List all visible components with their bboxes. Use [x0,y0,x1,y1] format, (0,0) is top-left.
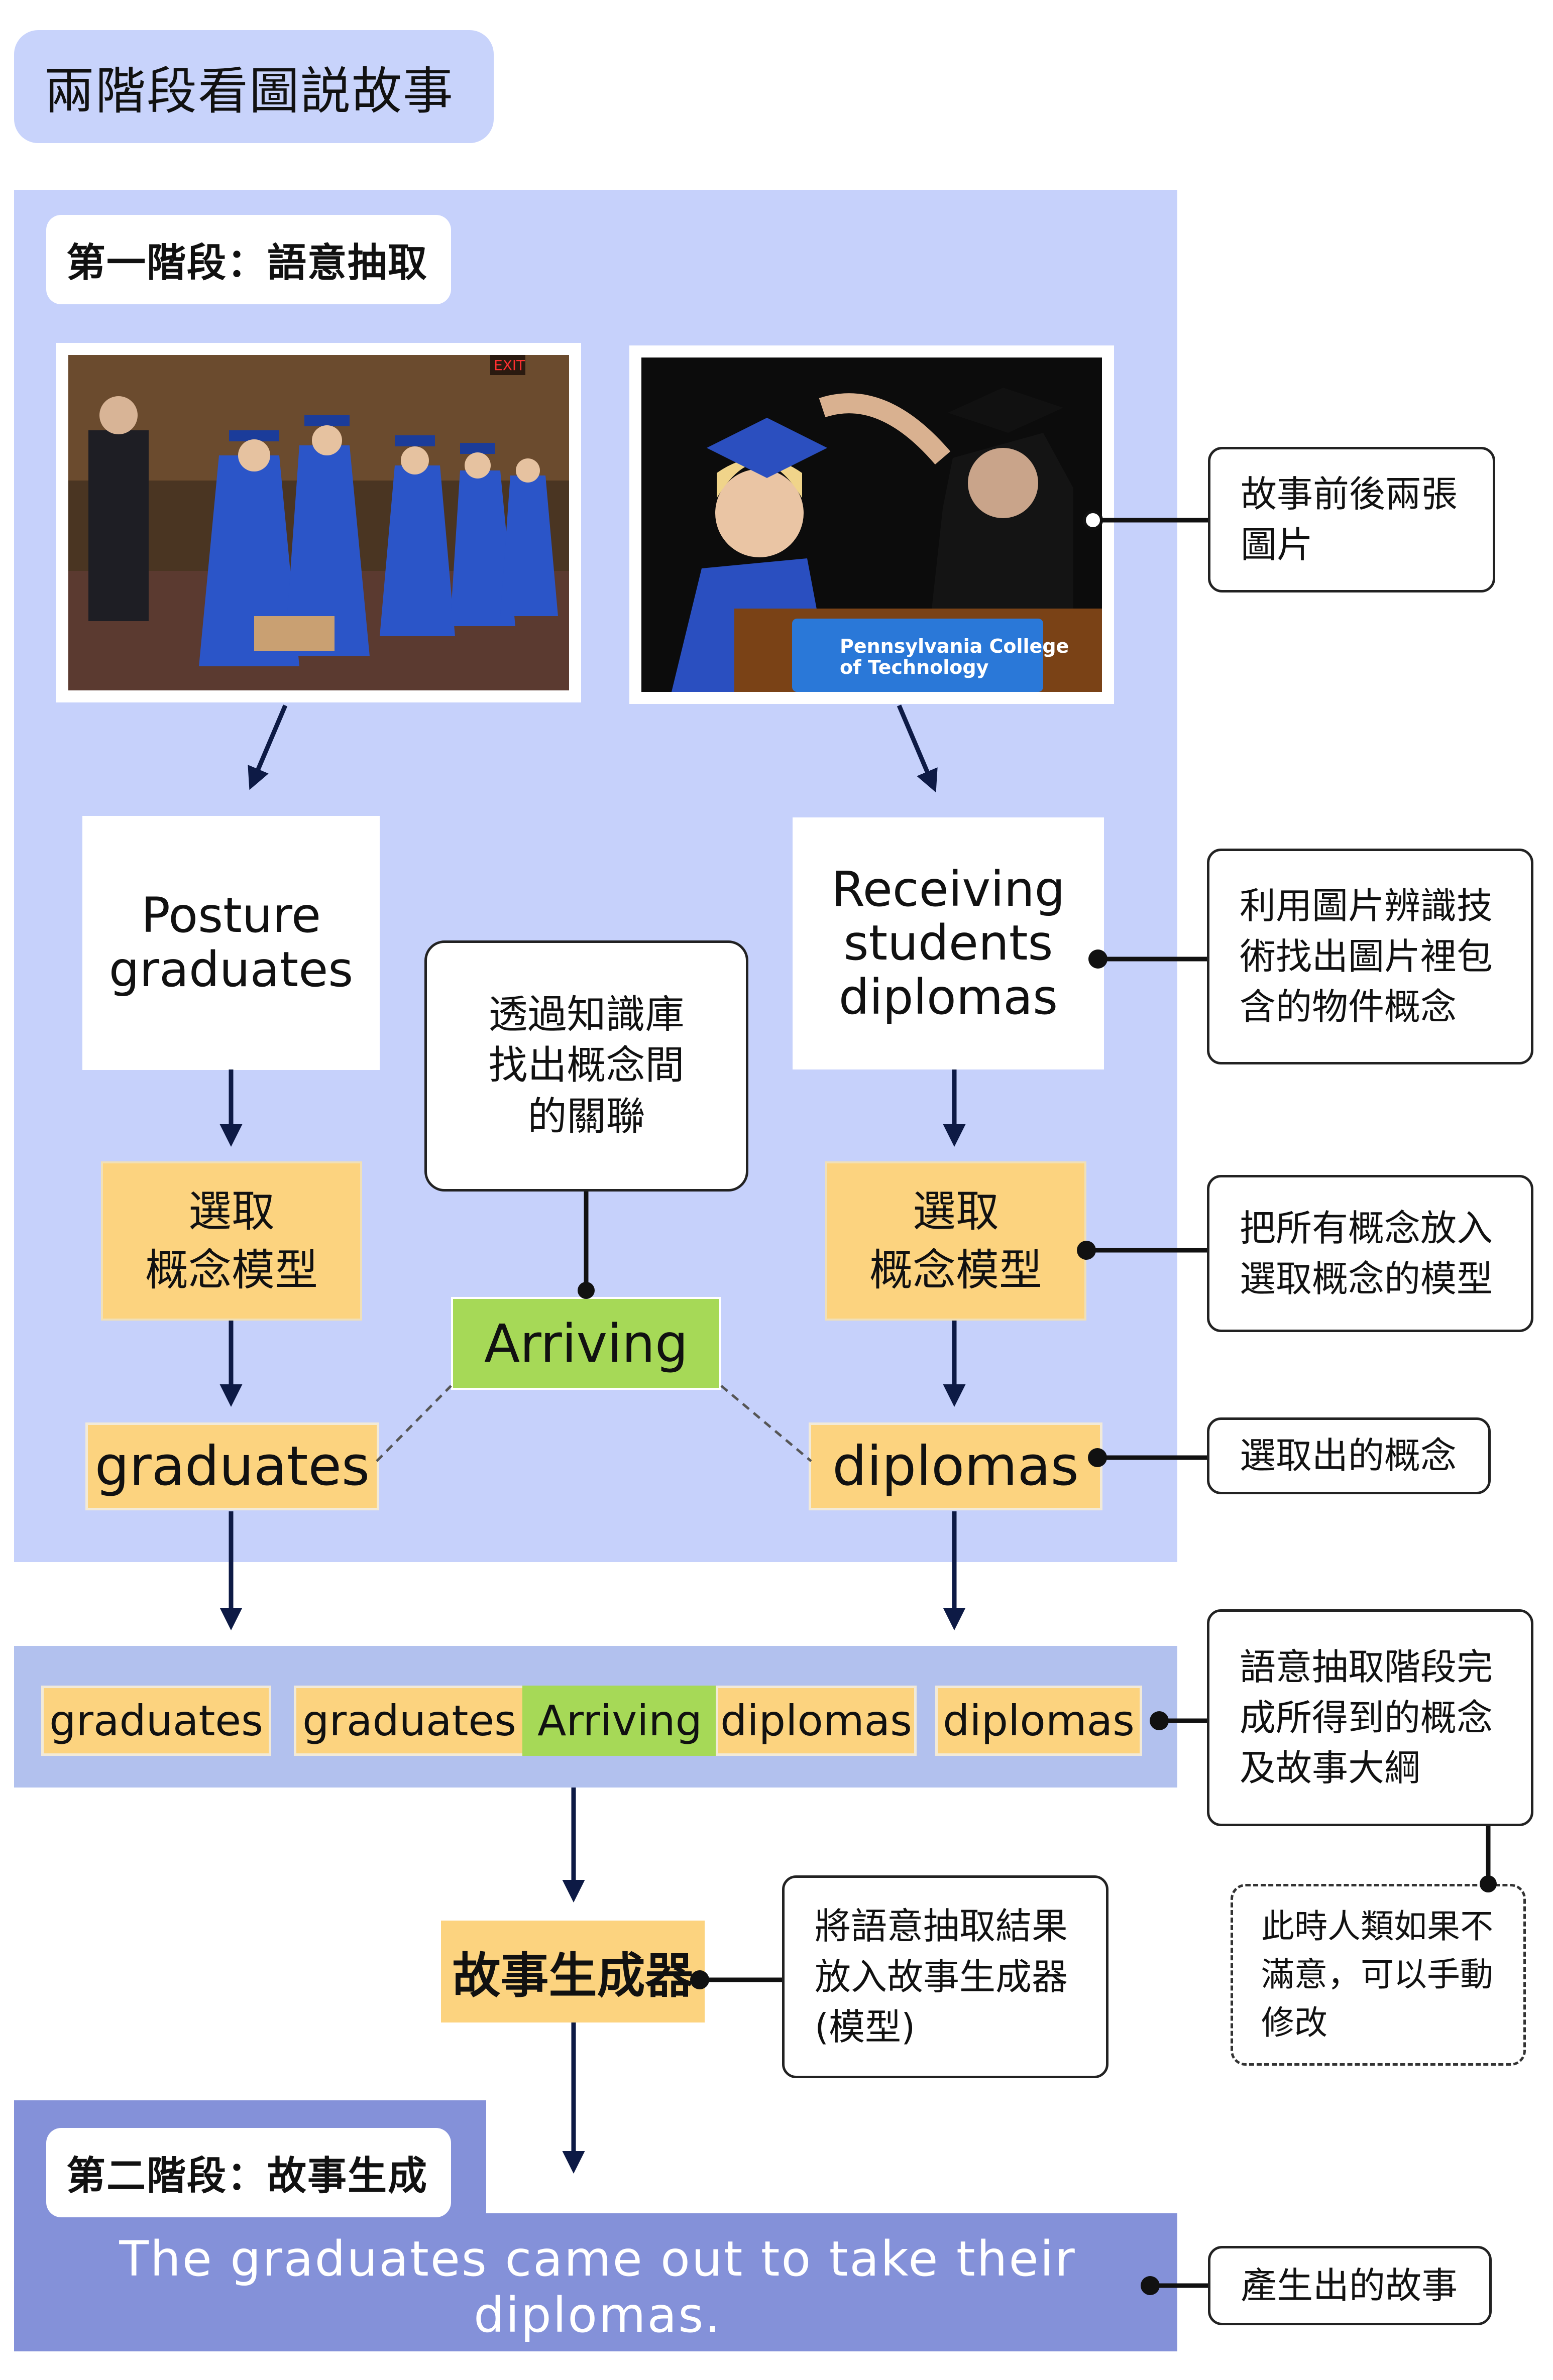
note-photos: 故事前後兩張 圖片 [1208,447,1495,592]
concept-right-line2: students [843,915,1053,972]
concept-model-right: 選取 概念模型 [825,1161,1086,1321]
note-manual-edit: 此時人類如果不 滿意，可以手動 修改 [1231,1884,1526,2066]
model-right-line2: 概念模型 [869,1245,1042,1295]
photo-left: EXIT [56,343,581,702]
note-summary-line2: 成所得到的概念 [1240,1696,1493,1739]
note-model: 把所有概念放入 選取概念的模型 [1207,1175,1533,1332]
knowledge-note-line1: 透過知識庫 [488,992,685,1037]
exit-sign: EXIT [494,357,525,374]
concept-box-left: Posture graduates [82,816,380,1070]
story-generator: 故事生成器 [441,1921,705,2022]
concept-left-line2: graduates [108,941,354,998]
summary-chip-4: diplomas [716,1686,917,1756]
arrow-photo-right [897,704,938,793]
note-story-line1: 產生出的故事 [1241,2264,1458,2307]
note-summary: 語意抽取階段完 成所得到的概念 及故事大綱 [1207,1609,1533,1826]
concept-model-left: 選取 概念模型 [101,1161,362,1321]
model-left-line2: 概念模型 [145,1245,318,1295]
graduation-procession-image: EXIT [68,355,569,690]
generator-note-line1: 將語意抽取結果 [815,1905,1068,1947]
concept-box-right: Receiving students diplomas [793,817,1104,1069]
relation-arriving: Arriving [451,1297,721,1390]
model-right-line1: 選取 [913,1186,999,1237]
note-recognition-line3: 含的物件概念 [1240,986,1457,1028]
note-model-line2: 選取概念的模型 [1240,1257,1493,1300]
generator-note-line2: 放入故事生成器 [815,1955,1068,1998]
selected-concept-left: graduates [85,1422,379,1510]
knowledge-base-note: 透過知識庫 找出概念間 的關聯 [424,940,748,1192]
knowledge-note-line2: 找出概念間 [488,1043,685,1089]
concept-right-line3: diplomas [838,969,1058,1025]
summary-chip-1: graduates [41,1686,271,1756]
note-summary-line3: 及故事大綱 [1240,1747,1421,1790]
note-recognition-line1: 利用圖片辨識技 [1240,884,1493,927]
note-manual-line1: 此時人類如果不 [1261,1907,1493,1946]
summary-chip-3: Arriving [522,1686,717,1756]
arrow-photo-left [248,704,288,790]
generator-note: 將語意抽取結果 放入故事生成器 (模型) [782,1875,1108,2078]
note-summary-line1: 語意抽取階段完 [1240,1645,1493,1688]
note-photos-line2: 圖片 [1241,524,1313,566]
podium-text-line2: of Technology [840,656,989,678]
knowledge-note-line3: 的關聯 [527,1094,645,1139]
selected-concept-right: diplomas [809,1422,1102,1510]
summary-chip-5: diplomas [935,1686,1142,1756]
page-title: 兩階段看圖説故事 [14,30,494,143]
photo-right: Pennsylvania College of Technology [629,345,1114,704]
note-manual-line3: 修改 [1261,2003,1327,2042]
note-selected: 選取出的概念 [1207,1417,1491,1494]
concept-right-line1: Receiving [831,861,1065,917]
note-model-line1: 把所有概念放入 [1240,1207,1493,1249]
note-recognition: 利用圖片辨識技 術找出圖片裡包 含的物件概念 [1207,849,1533,1064]
podium-text-line1: Pennsylvania College [840,635,1069,657]
summary-chip-2: graduates [294,1686,525,1756]
model-left-line1: 選取 [188,1186,275,1237]
note-selected-line1: 選取出的概念 [1240,1435,1457,1477]
stage2-cutout [486,2100,1177,2213]
note-story: 產生出的故事 [1208,2246,1492,2325]
note-photos-line1: 故事前後兩張 [1241,473,1458,516]
concept-left-line1: Posture [141,887,321,944]
note-recognition-line2: 術找出圖片裡包 [1240,935,1493,978]
generator-note-line3: (模型) [815,2006,916,2049]
stage2-label: 第二階段：故事生成 [46,2128,451,2217]
note-manual-line2: 滿意，可以手動 [1261,1955,1493,1994]
diploma-presentation-image: Pennsylvania College of Technology [641,358,1102,692]
stage1-label: 第一階段：語意抽取 [46,215,451,304]
